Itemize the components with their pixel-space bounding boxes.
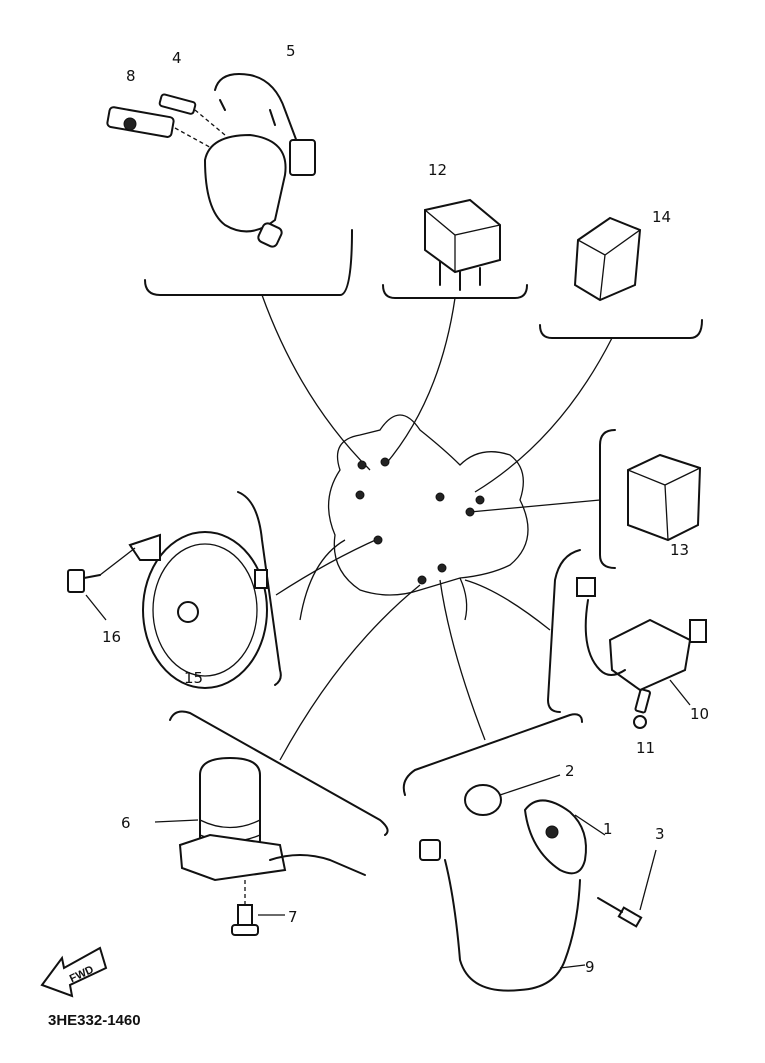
bracket-sensor-10 bbox=[547, 549, 581, 713]
callout-2: 2 bbox=[565, 762, 575, 780]
bracket-switch-group bbox=[144, 229, 353, 296]
part-9-harness bbox=[419, 839, 586, 992]
bracket-relay-13 bbox=[599, 429, 616, 569]
leader-line bbox=[261, 294, 371, 471]
part-10-sensor bbox=[576, 577, 707, 706]
part-16-bolt bbox=[67, 569, 107, 621]
bracket-horn bbox=[237, 491, 282, 686]
part-15-horn bbox=[128, 531, 268, 689]
callout-14: 14 bbox=[652, 208, 671, 226]
callout-12: 12 bbox=[428, 161, 447, 179]
part-1-sensor bbox=[523, 799, 606, 875]
callout-7: 7 bbox=[288, 908, 298, 926]
assembly-line bbox=[174, 109, 226, 151]
callout-16: 16 bbox=[102, 628, 121, 646]
part-14-relay bbox=[573, 216, 642, 302]
frame-outline bbox=[299, 414, 529, 621]
part-2-oring bbox=[464, 774, 561, 816]
callout-8: 8 bbox=[126, 67, 136, 85]
bracket-solenoid bbox=[169, 710, 389, 836]
part-12-relay bbox=[424, 198, 501, 291]
leader-line bbox=[384, 297, 456, 466]
callout-13: 13 bbox=[670, 541, 689, 559]
part-13-relay bbox=[627, 453, 702, 542]
bracket-sensor-1 bbox=[402, 713, 583, 796]
callout-11: 11 bbox=[636, 739, 655, 757]
part-11-screw bbox=[633, 688, 651, 729]
callout-10: 10 bbox=[690, 705, 709, 723]
callout-15: 15 bbox=[184, 669, 203, 687]
part-3-bolt bbox=[597, 849, 657, 928]
leader-line bbox=[279, 584, 421, 761]
callout-9: 9 bbox=[585, 958, 595, 976]
part-housing bbox=[203, 133, 287, 248]
bracket-relay-14 bbox=[539, 319, 703, 339]
part-8-switch bbox=[106, 106, 175, 138]
part-4-sender bbox=[158, 93, 197, 115]
leader-line bbox=[469, 499, 601, 513]
leader-line bbox=[439, 579, 486, 741]
callout-3: 3 bbox=[655, 825, 665, 843]
callout-5: 5 bbox=[286, 42, 296, 60]
leader-line bbox=[275, 537, 381, 596]
fwd-arrow-icon: FWD bbox=[40, 946, 108, 998]
drawing-code: 3HE332-1460 bbox=[48, 1012, 141, 1029]
callout-1: 1 bbox=[603, 820, 613, 838]
callout-4: 4 bbox=[172, 49, 182, 67]
part-5-harness bbox=[214, 73, 316, 176]
part-7-bolt bbox=[231, 880, 285, 936]
leader-line bbox=[99, 547, 136, 576]
leader-line bbox=[464, 579, 551, 631]
callout-6: 6 bbox=[121, 814, 131, 832]
bracket-relay-12 bbox=[382, 284, 528, 299]
part-6-solenoid bbox=[154, 756, 366, 882]
leader-line bbox=[474, 337, 613, 493]
